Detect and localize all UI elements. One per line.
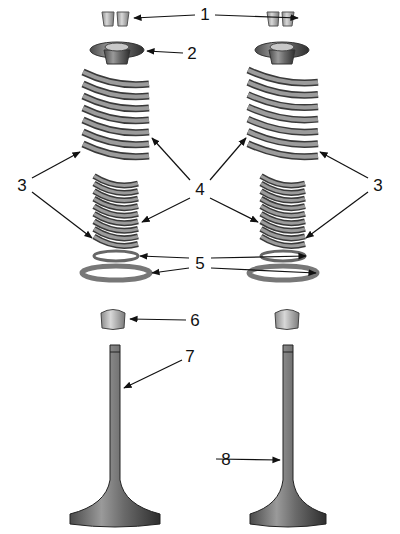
spring-coil — [83, 132, 149, 145]
spring-coil — [94, 236, 138, 245]
spring-coil — [248, 107, 318, 120]
callout-number: 3 — [17, 177, 26, 194]
spring-coil — [248, 70, 318, 83]
spring-coil — [83, 96, 149, 109]
callout-number: 1 — [200, 6, 209, 23]
spring-coil — [83, 144, 149, 157]
spring-coil — [83, 84, 149, 97]
spring-coil — [248, 131, 318, 144]
callout-number: 7 — [185, 348, 194, 365]
valve-spring — [83, 70, 318, 246]
spring-coil — [94, 236, 138, 245]
spring-retainer — [90, 42, 309, 64]
spring-coil — [248, 119, 318, 132]
spring-coil — [83, 96, 149, 109]
spring-coil — [83, 120, 149, 133]
spring-coil — [248, 95, 318, 108]
spring-washer — [82, 251, 317, 280]
spring-coil — [248, 95, 318, 108]
spring-coil — [248, 107, 318, 120]
spring-coil — [83, 132, 149, 145]
callout-number: 6 — [190, 312, 199, 329]
callout-number: 2 — [187, 45, 196, 62]
spring-coil — [83, 120, 149, 133]
leader-line — [32, 15, 368, 460]
spring-coil — [83, 84, 149, 97]
callout-number: 5 — [195, 255, 204, 272]
spring-coil — [83, 108, 149, 121]
spring-coil — [248, 144, 318, 157]
spring-coil — [83, 144, 149, 157]
callout-number: 4 — [195, 181, 204, 198]
spring-coil — [248, 70, 318, 83]
spring-coil — [248, 144, 318, 157]
valve-keeper — [102, 12, 294, 26]
spring-coil — [248, 131, 318, 144]
spring-coil — [261, 236, 305, 245]
spring-coil — [248, 82, 318, 95]
spring-coil — [248, 119, 318, 132]
valve — [70, 345, 326, 527]
spring-coil — [248, 82, 318, 95]
spring-coil — [83, 108, 149, 121]
callout-number: 3 — [373, 177, 382, 194]
valve-stem-seal — [101, 310, 299, 330]
spring-coil — [83, 72, 149, 85]
spring-coil — [83, 72, 149, 85]
callout-number: 8 — [221, 451, 230, 468]
spring-coil — [261, 236, 305, 245]
